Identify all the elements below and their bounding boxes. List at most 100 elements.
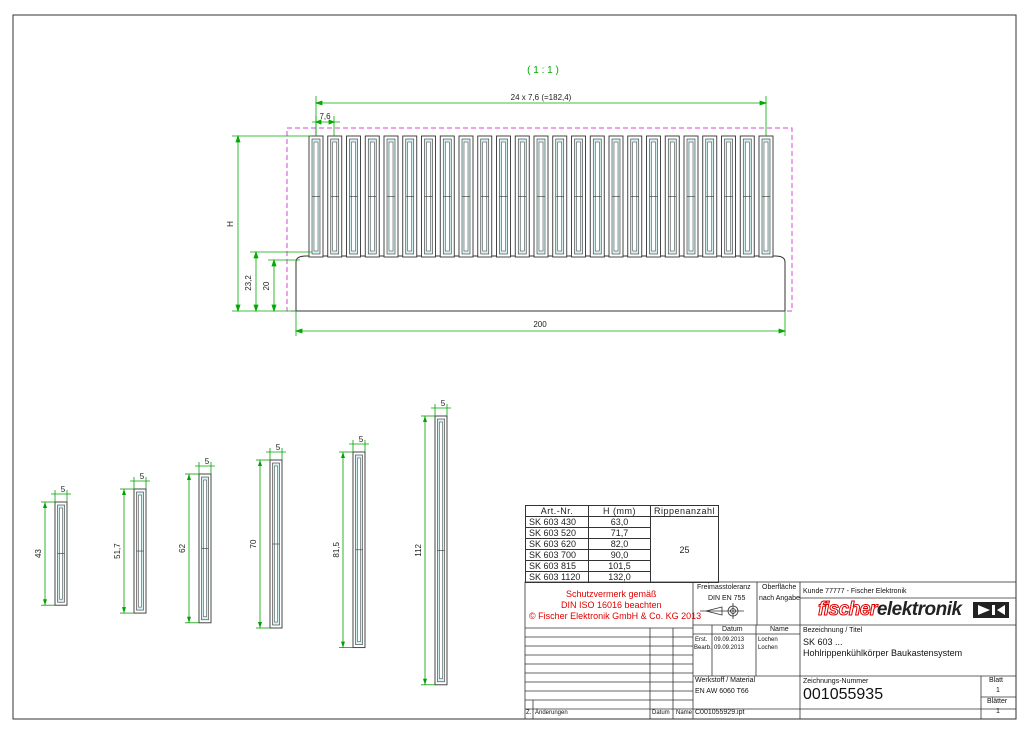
created-label: Erst.	[695, 637, 708, 643]
pitch-total-dimension	[314, 96, 768, 136]
article-cell: SK 603 1120	[525, 571, 589, 583]
fin	[646, 135, 661, 258]
surface-value: nach Angabe	[759, 595, 800, 602]
fin	[514, 135, 530, 258]
height-cell: 90,0	[588, 549, 651, 561]
fin	[702, 135, 718, 258]
drawing-number: 001055935	[803, 686, 884, 703]
fin-count-cell: 25	[649, 516, 720, 583]
created-name: Lochen	[758, 637, 778, 643]
col-header-fins: Rippenanzahl	[649, 505, 720, 517]
height-cell: 101,5	[588, 560, 651, 572]
fin	[721, 135, 736, 258]
profile-height-label: 51,7	[113, 543, 122, 559]
fin-array	[308, 135, 774, 258]
article-cell: SK 603 430	[525, 516, 589, 528]
fin	[458, 135, 474, 258]
protection-line-1: Schutzvermerk gemäß	[566, 589, 657, 599]
fin	[439, 135, 455, 258]
fin	[477, 135, 493, 258]
scale-label: ( 1 : 1 )	[527, 65, 559, 76]
protection-line-3: © Fischer Elektronik GmbH & Co. KG 2013	[529, 611, 702, 621]
profile-width-label: 5	[359, 435, 364, 444]
fin	[589, 135, 605, 258]
sheet-label: Blatt	[989, 677, 1004, 684]
profile-view: 581,5	[332, 435, 369, 649]
projection-symbol-icon	[700, 603, 744, 619]
height-cell: 82,0	[588, 538, 651, 550]
profile-height-label: 43	[34, 549, 43, 558]
pitch-dimension	[312, 116, 340, 136]
name-header: Name	[770, 626, 789, 633]
surface-label: Oberfläche	[762, 584, 797, 591]
designation-line-1: SK 603 ...	[803, 637, 843, 647]
profile-view: 551,7	[113, 472, 150, 614]
profile-width-label: 5	[140, 472, 145, 481]
profile-view: 5 112	[414, 399, 451, 686]
profile-view: 5 43	[34, 485, 71, 606]
fin	[664, 135, 680, 258]
article-cell: SK 603 700	[525, 549, 589, 561]
col-header-height: H (mm)	[588, 505, 651, 517]
table-row: SK 603 620 82,0	[525, 538, 719, 550]
file-name: C001055929.ipt	[695, 709, 745, 716]
pitch-total-label: 24 x 7,6 (=182,4)	[511, 93, 572, 102]
fin	[364, 135, 380, 258]
company-logo: fischerelektronik	[818, 599, 963, 621]
fin	[608, 135, 624, 258]
fin	[496, 135, 511, 258]
profile-view: 5 62	[178, 457, 215, 624]
fin	[758, 135, 774, 258]
tolerance-value: DIN EN 755	[708, 595, 746, 602]
profile-width-label: 5	[61, 485, 66, 494]
article-cell: SK 603 520	[525, 527, 589, 539]
article-cell: SK 603 620	[525, 538, 589, 550]
table-row: SK 603 430 63,0 25	[525, 516, 720, 583]
edited-name: Lochen	[758, 645, 778, 651]
fin	[327, 135, 343, 258]
fin	[552, 135, 568, 258]
customer-label: Kunde 77777 - Fischer Elektronik	[803, 588, 907, 595]
logo-mark-icon	[973, 602, 1009, 618]
fin	[346, 135, 361, 258]
table-row: SK 603 520 71,7	[525, 527, 719, 539]
footer-name: Name	[676, 710, 693, 716]
profile-width-label: 5	[441, 399, 446, 408]
material-value: EN AW 6060 T66	[695, 688, 749, 695]
fin	[683, 135, 699, 258]
material-label: Werkstoff / Material	[695, 677, 756, 684]
base-total-label: 23,2	[244, 275, 253, 291]
title-block-grid	[524, 581, 1017, 720]
fin	[308, 135, 324, 258]
fin	[421, 135, 436, 258]
profile-height-label: 70	[249, 539, 258, 548]
height-dimension	[232, 134, 312, 313]
fin	[383, 135, 399, 258]
profile-height-label: 112	[414, 543, 423, 556]
profile-height-label: 81,5	[332, 541, 341, 557]
col-header-article: Art.-Nr.	[525, 505, 589, 517]
pitch-label: 7,6	[319, 112, 331, 121]
height-cell: 132,0	[588, 571, 651, 583]
profile-width-label: 5	[276, 443, 281, 452]
base-label: 20	[262, 281, 271, 290]
edited-label: Bearb.	[694, 645, 712, 651]
footer-changes: Änderungen	[535, 710, 568, 716]
sheet-border	[12, 14, 1017, 720]
profile-height-label: 62	[178, 543, 187, 552]
base-total-dimension	[250, 250, 312, 313]
edited-date: 09.09.2013	[714, 645, 745, 651]
base-dimension	[268, 258, 300, 313]
height-cell: 71,7	[588, 527, 651, 539]
sheet-number: 1	[996, 687, 1000, 694]
profile-width-label: 5	[205, 457, 210, 466]
designation-line-2: Hohlrippenkühlkörper Baukastensystem	[803, 648, 963, 658]
tolerance-label: Freimasstoleranz	[697, 584, 751, 591]
footer-date: Datum	[652, 710, 670, 716]
fin	[571, 135, 586, 258]
created-date: 09.09.2013	[714, 637, 745, 643]
drawing-number-label: Zeichnungs-Nummer	[803, 678, 869, 685]
width-label: 200	[533, 320, 547, 329]
